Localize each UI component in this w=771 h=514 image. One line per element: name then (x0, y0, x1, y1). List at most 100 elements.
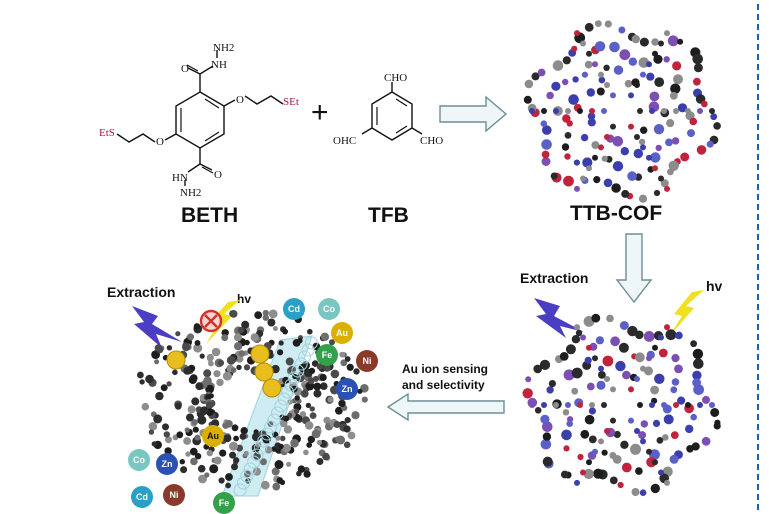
framework-atom (166, 345, 173, 351)
framework-atom (566, 420, 573, 427)
framework-atom (308, 367, 316, 374)
framework-atom (233, 435, 239, 442)
framework-atom (262, 309, 269, 317)
framework-atom (584, 60, 593, 69)
ion-fe-right: Fe (316, 344, 338, 366)
framework-atom (286, 461, 292, 467)
framework-atom (584, 22, 594, 32)
framework-atom (272, 482, 281, 491)
pore-ring (260, 427, 274, 441)
framework-atom (243, 364, 251, 371)
framework-atom (294, 408, 300, 414)
framework-atom (229, 451, 237, 459)
gold-particle (166, 350, 186, 370)
ion-co-left: Co (128, 449, 150, 471)
framework-atom (316, 439, 322, 446)
framework-linker-atom (664, 324, 670, 331)
framework-linker-atom (652, 165, 658, 172)
framework-atom (587, 118, 596, 127)
framework-atom (172, 369, 178, 376)
framework-atom (231, 463, 238, 471)
framework-atom (552, 60, 564, 71)
pore-ring (270, 406, 284, 420)
framework-atom (670, 386, 678, 394)
framework-linker-atom (685, 402, 691, 408)
framework-atom (563, 445, 570, 452)
framework-atom (690, 413, 697, 421)
framework-linker-atom (658, 469, 664, 476)
framework-atom (340, 359, 348, 367)
framework-atom (531, 72, 540, 81)
pore-ring (287, 371, 301, 385)
sensing-label-line2: and selectivity (402, 378, 485, 392)
framework-atom (550, 172, 558, 180)
framework-atom (653, 189, 661, 197)
framework-atom (677, 38, 684, 45)
ion-cd-left: Cd (131, 486, 153, 508)
framework-atom (282, 443, 291, 453)
framework-atom (663, 56, 670, 63)
framework-atom (179, 459, 185, 465)
framework-atom (598, 76, 606, 84)
framework-atom (706, 140, 714, 148)
framework-atom (644, 366, 653, 376)
framework-atom (213, 456, 222, 465)
framework-linker-atom (604, 134, 610, 140)
framework-atom (635, 467, 643, 475)
framework-linker-atom (652, 344, 658, 351)
framework-linker-atom (529, 402, 535, 408)
framework-linker-atom (598, 144, 604, 151)
framework-atom (668, 160, 679, 171)
framework-atom (612, 136, 624, 147)
framework-atom (575, 329, 583, 337)
framework-atom (618, 342, 629, 353)
framework-linker-atom (649, 108, 655, 114)
framework-atom (278, 340, 284, 346)
framework-linker-atom (628, 386, 634, 393)
framework-atom (670, 431, 679, 439)
framework-atom (588, 407, 596, 415)
framework-atom (338, 399, 346, 408)
framework-linker-atom (652, 50, 658, 57)
framework-atom (323, 416, 331, 424)
framework-atom (677, 103, 688, 113)
framework-atom (689, 117, 698, 126)
framework-atom (640, 126, 648, 134)
framework-atom (330, 369, 340, 379)
framework-atom (595, 336, 604, 345)
framework-atom (631, 34, 640, 44)
framework-atom (303, 470, 311, 478)
beth-structure (116, 50, 284, 186)
framework-atom (305, 402, 312, 409)
framework-atom (199, 353, 205, 359)
framework-linker-atom (553, 108, 559, 114)
framework-atom (702, 395, 710, 404)
framework-atom (316, 458, 324, 465)
framework-linker-atom (541, 402, 547, 408)
framework-linker-atom (658, 175, 664, 182)
framework-atom (307, 328, 313, 335)
tfb-label: TFB (368, 204, 409, 227)
framework-linker-atom (628, 123, 634, 130)
framework-atom (165, 436, 172, 444)
framework-atom (278, 443, 284, 449)
tfb-ohc-left-label: OHC (333, 135, 357, 147)
framework-atom (285, 357, 294, 366)
framework-atom (696, 145, 707, 155)
pore-ring (257, 434, 271, 448)
framework-atom (591, 313, 601, 323)
framework-linker-atom (628, 92, 634, 99)
framework-atom (653, 124, 665, 135)
framework-atom (670, 83, 681, 94)
framework-linker-atom (580, 469, 586, 476)
framework-atom (327, 396, 334, 403)
framework-atom (692, 53, 703, 65)
framework-atom (195, 382, 204, 391)
framework-atom (187, 333, 195, 341)
framework-linker-atom (649, 402, 655, 408)
framework-atom (347, 431, 356, 440)
framework-atom (596, 87, 605, 96)
framework-atom (542, 456, 553, 467)
framework-linker-atom (685, 108, 691, 114)
framework-atom (344, 417, 351, 424)
